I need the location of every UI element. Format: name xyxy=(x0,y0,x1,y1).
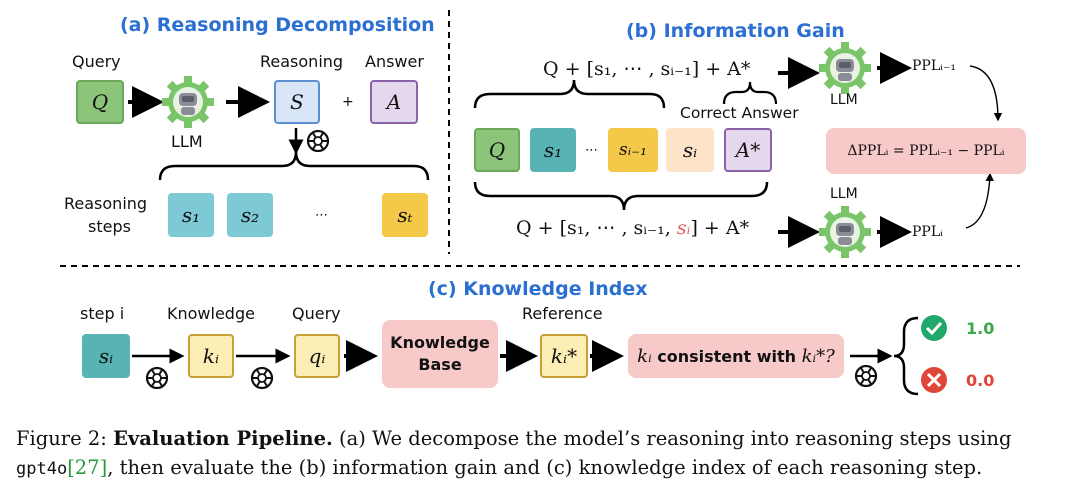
ki-step-box: sᵢ xyxy=(82,334,130,378)
openai-logo-icon xyxy=(854,364,878,388)
step-box-2: s₂ xyxy=(227,193,273,237)
consistency-post: kᵢ*? xyxy=(801,345,835,367)
steps-label-line1: Reasoning xyxy=(64,194,148,213)
robot-gear-icon xyxy=(819,206,871,258)
formula-bottom-pre: Q + [s₁, ⋯ , sᵢ₋₁, xyxy=(516,217,677,239)
kb-line2: Base xyxy=(418,355,462,374)
knowledge-label: Knowledge xyxy=(167,304,255,323)
caption-bold-title: Evaluation Pipeline. xyxy=(113,427,333,450)
panel-a-title: (a) Reasoning Decomposition xyxy=(120,14,435,36)
query-box: Q xyxy=(76,80,124,124)
llm-label-bottom: LLM xyxy=(830,186,858,202)
step-ellipsis: ⋯ xyxy=(315,208,328,223)
panel-b-title: (b) Information Gain xyxy=(626,20,845,42)
reasoning-box: S xyxy=(274,80,320,124)
consistency-box: kᵢ consistent with kᵢ*? xyxy=(628,334,844,378)
query-box-qi: qᵢ xyxy=(294,334,340,378)
score-fail: 0.0 xyxy=(966,371,995,390)
llm-label-top: LLM xyxy=(830,92,858,108)
robot-gear-icon xyxy=(819,42,871,94)
caption-model-name: gpt4o xyxy=(16,459,68,479)
consistency-pre: kᵢ xyxy=(637,345,652,367)
delta-ppl-box: ΔPPLᵢ = PPLᵢ₋₁ − PPLᵢ xyxy=(826,128,1026,174)
reference-label: Reference xyxy=(522,304,603,323)
formula-top: Q + [s₁, ⋯ , sᵢ₋₁] + A* xyxy=(543,58,751,80)
cross-icon xyxy=(921,367,947,393)
ppl-top: PPLᵢ₋₁ xyxy=(912,58,956,74)
panel-c-title: (c) Knowledge Index xyxy=(428,278,648,300)
consistency-mid: consistent with xyxy=(651,346,802,366)
formula-bottom-post: ] + A* xyxy=(690,217,750,239)
kb-line1: Knowledge xyxy=(390,333,490,352)
steps-label-line2: steps xyxy=(88,217,131,236)
plus-sign: + xyxy=(342,94,354,110)
knowledge-base-box: Knowledge Base xyxy=(382,320,498,388)
openai-logo-icon xyxy=(145,366,169,390)
ki-query-label: Query xyxy=(292,304,341,323)
caption-text-2: , then evaluate the (b) information gain… xyxy=(107,456,983,479)
answer-box: A xyxy=(370,80,418,124)
llm-label: LLM xyxy=(171,132,203,151)
seq-box-si: sᵢ xyxy=(666,128,714,172)
seq-box-astar: A* xyxy=(724,128,772,172)
score-pass: 1.0 xyxy=(966,319,995,338)
seq-box-q: Q xyxy=(474,128,520,172)
knowledge-box: kᵢ xyxy=(188,334,234,378)
query-label: Query xyxy=(72,52,121,71)
step-i-label: step i xyxy=(80,304,125,323)
step-box-1: s₁ xyxy=(168,193,214,237)
seq-box-si-1: sᵢ₋₁ xyxy=(608,128,658,172)
step-box-t: sₜ xyxy=(382,193,428,237)
caption-text-1: (a) We decompose the model’s reasoning i… xyxy=(339,427,1012,450)
openai-logo-icon xyxy=(250,366,274,390)
reasoning-label: Reasoning xyxy=(260,52,344,71)
caption-figure-label: Figure 2: xyxy=(16,427,107,450)
formula-bottom: Q + [s₁, ⋯ , sᵢ₋₁, sᵢ] + A* xyxy=(516,217,749,239)
ppl-bottom: PPLᵢ xyxy=(912,224,943,240)
reference-box: kᵢ* xyxy=(540,334,588,378)
seq-ellipsis: ⋯ xyxy=(585,143,598,158)
correct-answer-label: Correct Answer xyxy=(680,104,799,122)
check-icon xyxy=(921,315,947,341)
formula-bottom-red: sᵢ xyxy=(676,217,691,239)
caption-citation[interactable]: [27] xyxy=(67,456,108,479)
answer-label: Answer xyxy=(365,52,424,71)
figure-caption: Figure 2: Evaluation Pipeline. (a) We de… xyxy=(16,424,1076,484)
seq-box-s1: s₁ xyxy=(530,128,576,172)
robot-gear-icon xyxy=(162,76,214,128)
openai-logo-icon xyxy=(306,129,330,153)
